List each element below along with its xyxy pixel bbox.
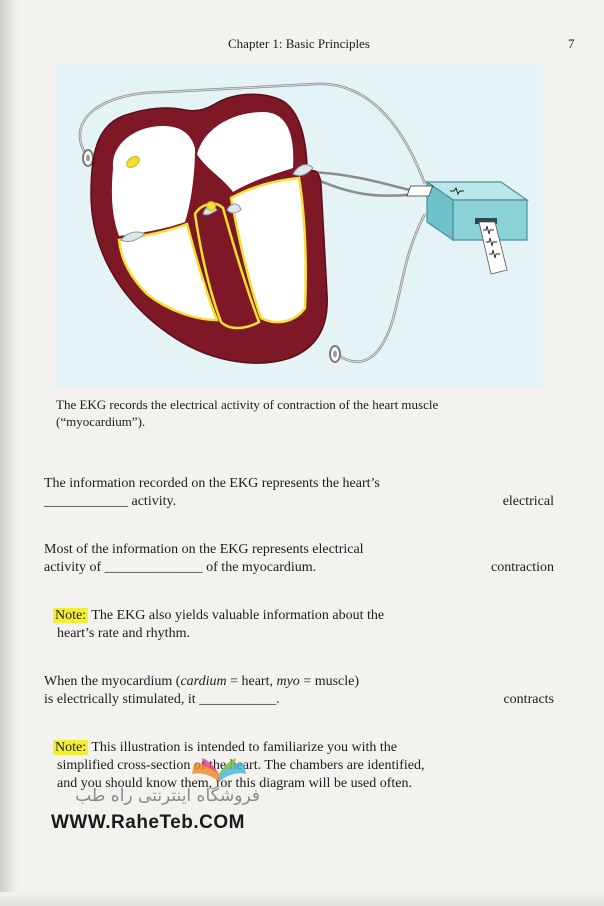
question-contracts: When the myocardium (cardium = heart, my… [44,673,359,709]
left-ventricle-chamber [229,176,307,324]
note-label: Note: [53,608,89,623]
heart-ekg-figure: Left Atrium Right Atrium Left Ventricle … [55,64,543,388]
note-rate-rhythm: Note: The EKG also yields valuable infor… [53,607,473,643]
interventricular-septum [193,202,261,330]
heart-ekg-illustration [78,82,529,364]
answer-contraction: contraction [491,560,554,575]
page-bottom-edge [0,892,604,906]
electrode-pads [82,149,341,363]
right-ventricle-chamber [117,222,219,322]
question-line: When the myocardium (cardium = heart, my… [44,674,360,689]
answer-electrical: electrical [502,494,554,509]
ekg-machine [406,180,529,275]
page-header: Chapter 1: Basic Principles 7 [0,36,604,54]
watermark-persian-text: فروشگاه اینترنتی راه طب [75,786,260,806]
note-label: Note: [53,740,89,755]
sa-node [126,156,140,168]
book-logo-icon [192,758,246,782]
heart-chambers [111,112,307,324]
question-line: ____________ activity. [44,494,177,509]
right-atrium-chamber [111,126,195,236]
figure-caption: The EKG records the electrical activity … [56,397,439,429]
note-text: This illustration is intended to familia… [88,740,397,755]
question-line: The information recorded on the EKG repr… [44,476,380,491]
watermark-url: WWW.RaheTeb.COM [51,812,245,833]
note-text: and you should know them, for this diagr… [57,776,412,791]
question-contraction: Most of the information on the EKG repre… [44,541,364,577]
label-right-atrium: Right Atrium [131,180,170,208]
answer-contracts: contracts [503,692,554,707]
store-watermark: فروشگاه اینترنتی راه طب WWW.RaheTeb.COM [50,756,270,836]
note-text: heart’s rate and rhythm. [57,626,190,641]
av-node [206,201,216,211]
question-line: Most of the information on the EKG repre… [44,542,364,557]
chapter-title: Chapter 1: Basic Principles [228,36,370,51]
ekg-paper-strip [478,221,508,275]
question-line: is electrically stimulated, it _________… [44,692,280,707]
question-line: activity of ______________ of the myocar… [44,560,317,575]
page-number: 7 [568,36,575,51]
note-text: The EKG also yields valuable information… [88,608,385,623]
book-spine-shadow [0,0,18,906]
label-left-ventricle: Left Ventricle [241,224,292,252]
label-left-atrium: Left Atrium [225,144,264,172]
question-electrical: The information recorded on the EKG repr… [44,475,380,511]
left-atrium-chamber [197,112,294,192]
label-right-ventricle: Right Ventricle [155,264,206,292]
